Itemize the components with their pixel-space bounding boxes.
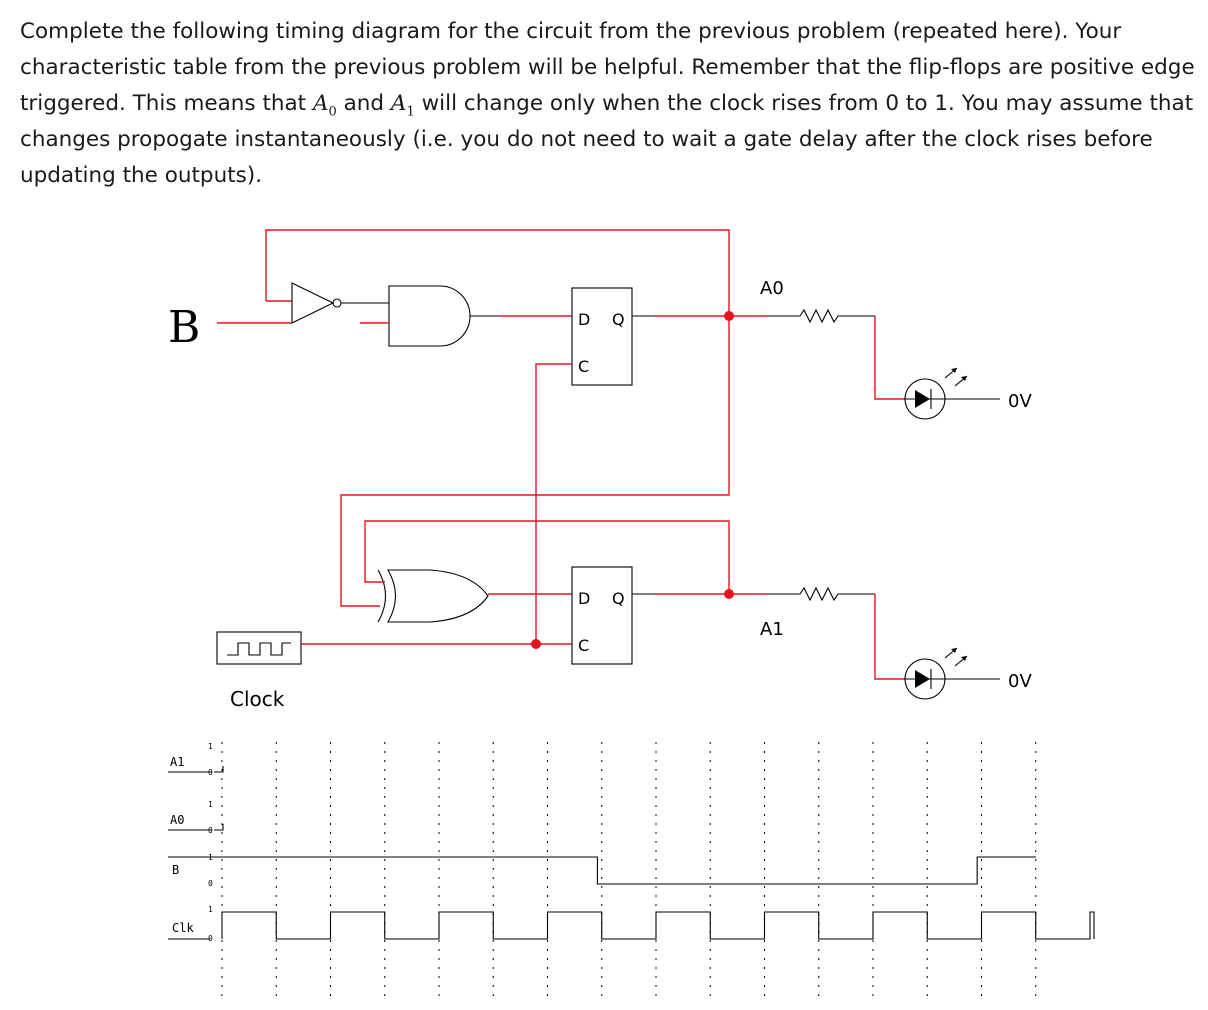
wire-a1-to-xor <box>364 520 730 594</box>
a1-hi-tick: 1 <box>208 742 213 751</box>
not-gate-icon <box>291 282 389 324</box>
clock-label: Clock <box>230 687 285 711</box>
input-b-label: B <box>168 302 200 353</box>
wire-a0-feedback-top <box>265 229 730 314</box>
timing-grid <box>221 742 1037 1000</box>
wire-a0-to-xor <box>340 316 730 607</box>
wire-a0-to-led <box>874 316 905 400</box>
wire-a1-to-led <box>874 594 905 680</box>
led-a0-icon <box>904 367 1000 420</box>
symbol-a1: A1 <box>390 91 415 120</box>
led-a1-voltage: 0V <box>1008 671 1032 692</box>
ff-top-q-label: Q <box>612 310 625 329</box>
clk-hi-tick: 1 <box>208 905 213 914</box>
a0-hi-tick: 1 <box>208 800 213 809</box>
output-a1-label: A1 <box>760 619 784 640</box>
signal-label-clk: Clk <box>172 921 194 935</box>
problem-text-1: Complete the following timing diagram fo… <box>20 19 1195 116</box>
a1-lo-tick: 0 <box>208 768 213 777</box>
circuit-schematic: B D Q C A0 <box>168 229 1032 711</box>
junction-a1 <box>724 589 734 599</box>
clock-source-icon <box>216 631 302 665</box>
signal-label-a1: A1 <box>170 755 184 769</box>
resistor-a0-icon <box>767 308 875 324</box>
ff-bottom-c-label: C <box>578 636 589 655</box>
signal-label-b: B <box>172 863 179 877</box>
a0-lo-tick: 0 <box>208 826 213 835</box>
problem-statement: Complete the following timing diagram fo… <box>20 14 1200 194</box>
problem-text-2: and <box>343 91 385 116</box>
wire-clock-to-dff-top <box>535 363 572 644</box>
b-waveform <box>168 856 1036 885</box>
output-a0-label: A0 <box>760 278 784 299</box>
xor-gate-icon <box>377 569 489 623</box>
d-flip-flop-bottom: D Q C <box>571 566 633 665</box>
clk-lo-tick: 0 <box>208 934 213 943</box>
ff-top-d-label: D <box>578 310 590 329</box>
b-lo-tick: 0 <box>208 879 213 888</box>
d-flip-flop-top: D Q C <box>571 287 633 386</box>
resistor-a1-icon <box>767 586 875 602</box>
ff-bottom-d-label: D <box>578 589 590 608</box>
and-gate-icon <box>388 285 471 347</box>
led-a1-icon <box>904 647 1000 700</box>
problem-text-3: will change only when the clock rises fr… <box>20 91 1194 188</box>
signal-label-a0: A0 <box>170 813 184 827</box>
clock-waveform <box>221 911 1095 940</box>
symbol-a0: A0 <box>312 91 337 120</box>
ff-top-c-label: C <box>578 357 589 376</box>
ff-bottom-q-label: Q <box>612 589 625 608</box>
led-a0-voltage: 0V <box>1008 391 1032 412</box>
timing-diagram: A1 1 0 A0 1 0 B 1 0 Clk 1 0 <box>168 742 1095 1000</box>
